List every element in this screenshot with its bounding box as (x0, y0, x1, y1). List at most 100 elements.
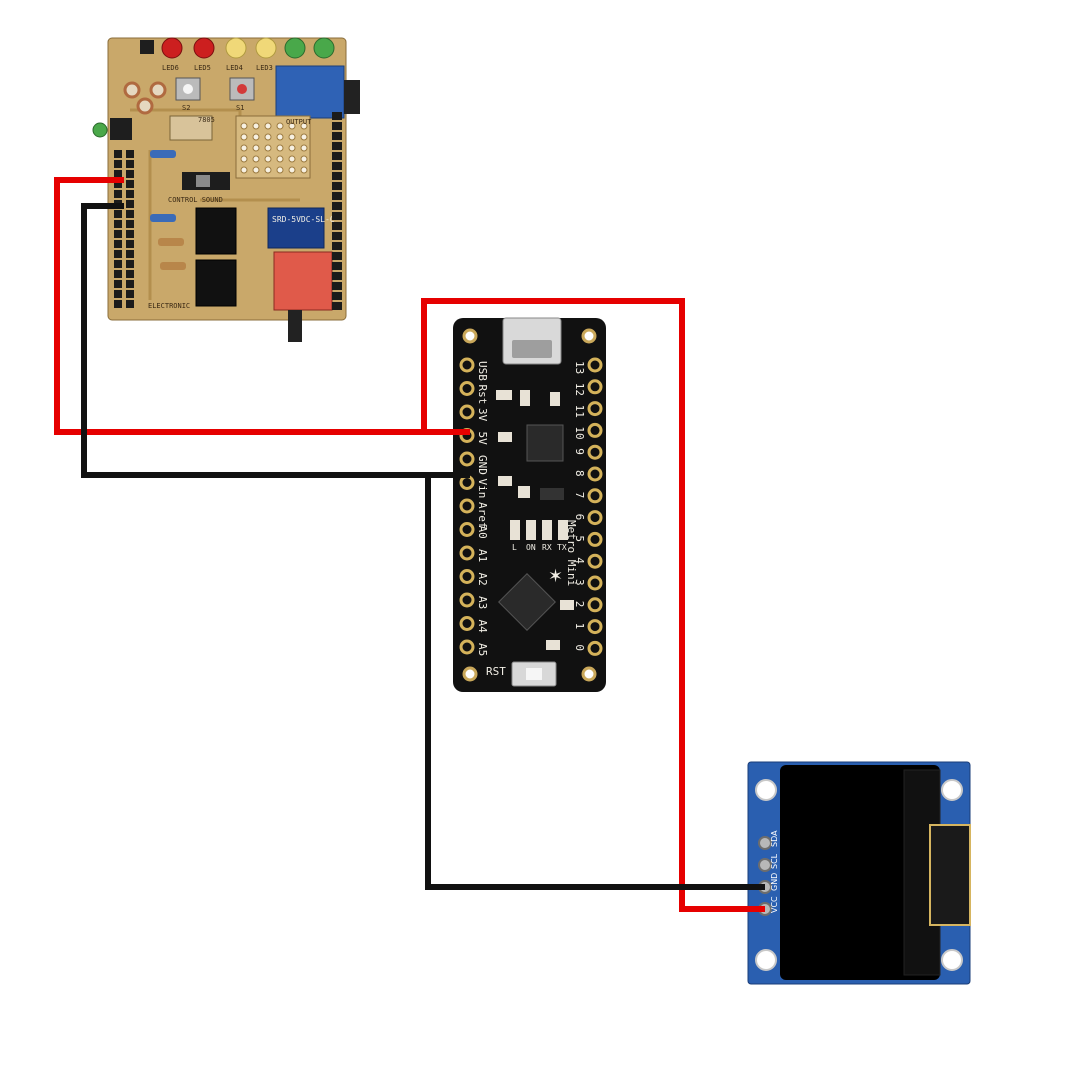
metro-pin-label: A3 (476, 596, 489, 609)
rst-label: RST (486, 665, 506, 678)
header-pin (332, 182, 342, 190)
oled-pin-scl (758, 858, 772, 872)
metro-pin-gnd (459, 451, 475, 467)
header-pin (332, 262, 342, 270)
header-pin (126, 270, 134, 278)
header-pin (114, 150, 122, 158)
atmega-chip (498, 573, 556, 631)
adafruit-star-icon: ✶ (548, 566, 563, 587)
audio-jack-top (344, 80, 360, 114)
metro-pin-rst (459, 381, 475, 396)
proto-hole (252, 155, 260, 163)
header-pin (126, 290, 134, 298)
proto-hole (240, 122, 248, 130)
metro-mini-board: RST L ON RX TX Metro Mini ✶ USBRst3V5VGN… (453, 317, 606, 692)
header-pin (126, 200, 134, 208)
proto-hole (264, 133, 272, 141)
metro-pin-label: 5V (476, 432, 489, 446)
metro-pin-a2 (459, 569, 475, 584)
proto-hole (264, 122, 272, 130)
proto-hole (240, 166, 248, 174)
metro-pin-label: 1 (573, 623, 586, 630)
metro-pin-d11 (587, 401, 603, 417)
header-pin (114, 160, 122, 168)
metro-pin-label: GND (476, 455, 489, 475)
metro-pin-d3 (587, 575, 603, 591)
header-pin (332, 282, 342, 290)
proto-hole (300, 166, 308, 174)
header-pin (332, 232, 342, 240)
oled-pin-sda (758, 836, 772, 850)
proto-area (235, 115, 311, 179)
metro-pin-d4 (587, 553, 603, 569)
metro-pin-vin (459, 475, 475, 490)
header-pin (332, 162, 342, 170)
proto-hole (252, 166, 260, 174)
red-terminal-block (273, 251, 333, 311)
header-pin (114, 250, 122, 258)
metro-pin-label: 8 (573, 470, 586, 477)
proto-hole (288, 155, 296, 163)
board-name: Metro Mini (565, 520, 578, 586)
proto-hole (276, 155, 284, 163)
header-pin (126, 150, 134, 158)
header-pin (126, 260, 134, 268)
metro-pin-a0 (459, 522, 475, 537)
header-pin (114, 280, 122, 288)
header-pin (332, 152, 342, 160)
header-pin (332, 112, 342, 120)
proto-hole (288, 133, 296, 141)
proto-hole (276, 133, 284, 141)
proto-hole (264, 155, 272, 163)
metro-pin-label: A0 (476, 526, 489, 539)
metro-pin-a5 (459, 639, 475, 655)
header-pin (332, 142, 342, 150)
metro-pin-label: A2 (476, 573, 489, 586)
header-pin (332, 172, 342, 180)
header-pin (126, 230, 134, 238)
proto-hole (264, 166, 272, 174)
header-pin (126, 190, 134, 198)
header-pin (114, 230, 122, 238)
header-pin (126, 240, 134, 248)
led-label-on: ON (526, 543, 536, 552)
proto-hole (288, 144, 296, 152)
oled-pin-label: SCL (770, 853, 779, 869)
header-pin (332, 252, 342, 260)
ic-chip-2 (195, 259, 237, 307)
header-pin (332, 302, 342, 310)
header-pin (126, 280, 134, 288)
flex-cable (929, 824, 971, 926)
oled-screen (780, 765, 940, 980)
led-row (140, 37, 335, 59)
proto-hole (252, 122, 260, 130)
header-pin (114, 240, 122, 248)
metro-pin-label: A4 (476, 620, 489, 634)
power-wire-shield-to-metro (54, 177, 470, 435)
relay-label: SRD-5VDC-SL-C (272, 215, 335, 224)
output-label: OUTPUT (286, 118, 312, 126)
proto-hole (300, 122, 308, 130)
metro-pin-d10 (587, 422, 603, 438)
header-pin (332, 242, 342, 250)
header-pin (114, 170, 122, 178)
switch-label: CONTROL SOUND (168, 196, 223, 204)
header-pin (126, 220, 134, 228)
metro-pin-label: Aref (476, 502, 489, 529)
metro-pin-label: 3V (476, 408, 489, 422)
proto-hole (300, 155, 308, 163)
led4-label: LED4 (226, 64, 243, 72)
metro-pin-d2 (587, 597, 603, 613)
metro-pin-label: 13 (573, 361, 586, 374)
header-pin (126, 180, 134, 188)
proto-hole (276, 144, 284, 152)
maker-label: ELECTRONIC (148, 302, 190, 310)
shield-right-header (332, 112, 342, 310)
header-pin (332, 122, 342, 130)
led-label-tx: TX (557, 543, 567, 552)
header-pin (126, 160, 134, 168)
metro-pin-a4 (459, 616, 475, 631)
ground-wire-shield-to-metro (81, 203, 470, 478)
